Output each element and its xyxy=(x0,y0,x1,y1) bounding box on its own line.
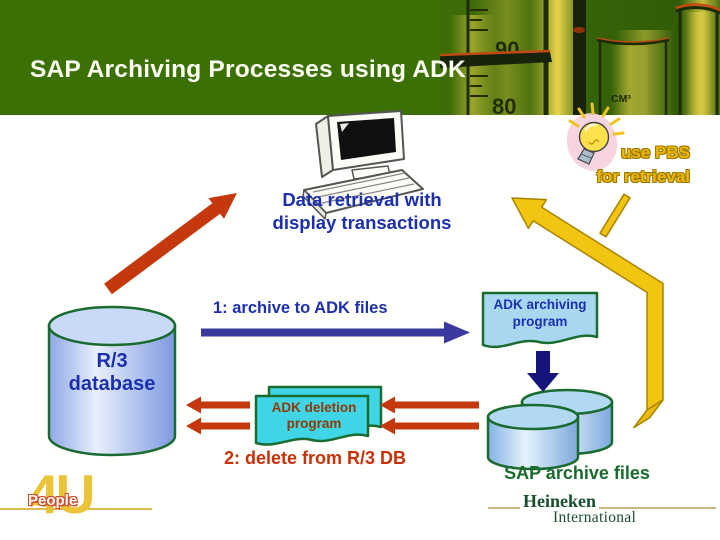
heineken-logo-name: Heineken xyxy=(520,491,600,512)
r3-database-label: R/3 database xyxy=(47,350,177,396)
arrow-delete-left-4 xyxy=(380,417,479,435)
people4u-rule xyxy=(0,508,152,510)
r3-line1: R/3 xyxy=(96,350,128,372)
data-retrieval-label: Data retrieval with display transactions xyxy=(252,188,472,234)
people4u-logo-people: People xyxy=(28,492,78,509)
computer-icon xyxy=(302,110,424,220)
lightbulb-icon xyxy=(566,102,625,171)
deletion-line1: ADK deletion xyxy=(271,400,357,415)
pbs-note-label: use PBS for retrieval xyxy=(552,141,690,189)
tall-beaker xyxy=(675,3,720,115)
pbs-line1: use PBS xyxy=(621,143,690,162)
arrow-segment xyxy=(599,193,631,238)
arrow-retrieve-up-icon xyxy=(104,193,237,295)
lab-glassware-image: 90 80 CM³ xyxy=(440,0,720,115)
adk-archiving-doc-shape xyxy=(481,291,599,349)
archiving-line1: ADK archiving xyxy=(493,297,587,312)
page-title: SAP Archiving Processes using ADK xyxy=(30,56,466,83)
arrow-archive-down xyxy=(527,351,559,392)
adk-deletion-doc-shape xyxy=(254,385,383,446)
archive-flow-label: 1: archive to ADK files xyxy=(213,299,388,317)
arrow-pbs-retrieval xyxy=(511,193,664,429)
r3-database-cylinder xyxy=(47,305,177,457)
pbs-line2: for retrieval xyxy=(596,167,690,186)
deletion-line2: program xyxy=(286,416,342,431)
vessel-lip xyxy=(440,52,552,68)
beaker: CM³ xyxy=(596,37,670,115)
arrow-archive-right xyxy=(201,321,470,344)
adk-archiving-program-label: ADK archiving program xyxy=(483,296,597,330)
data-retrieval-line2: display transactions xyxy=(272,212,452,233)
rod-accent xyxy=(573,27,585,33)
arrow-delete-left-3 xyxy=(380,396,479,414)
arrow-foot xyxy=(633,399,664,429)
sap-archive-files-label: SAP archive files xyxy=(504,463,650,483)
graduated-cylinder: 90 80 xyxy=(440,0,552,115)
adk-deletion-program-label: ADK deletion program xyxy=(258,400,370,432)
r3-line2: database xyxy=(68,373,156,395)
beaker-cm3-mark: CM³ xyxy=(611,93,631,105)
archiving-line2: program xyxy=(512,314,568,329)
arrow-delete-left-1 xyxy=(186,396,250,414)
sap-archive-cylinders xyxy=(486,388,614,471)
heineken-logo-international: International xyxy=(553,509,637,526)
data-retrieval-line1: Data retrieval with xyxy=(282,189,442,210)
scale-mark-80: 80 xyxy=(492,94,516,115)
delete-flow-label: 2: delete from R/3 DB xyxy=(224,448,407,468)
arrow-delete-left-2 xyxy=(186,417,250,435)
heineken-rule xyxy=(488,507,716,509)
people4u-logo: 4U People xyxy=(28,463,95,525)
header-banner: 90 80 CM³ xyxy=(0,0,720,115)
people4u-logo-4u: 4U xyxy=(28,463,95,525)
lip-highlight xyxy=(440,49,551,57)
